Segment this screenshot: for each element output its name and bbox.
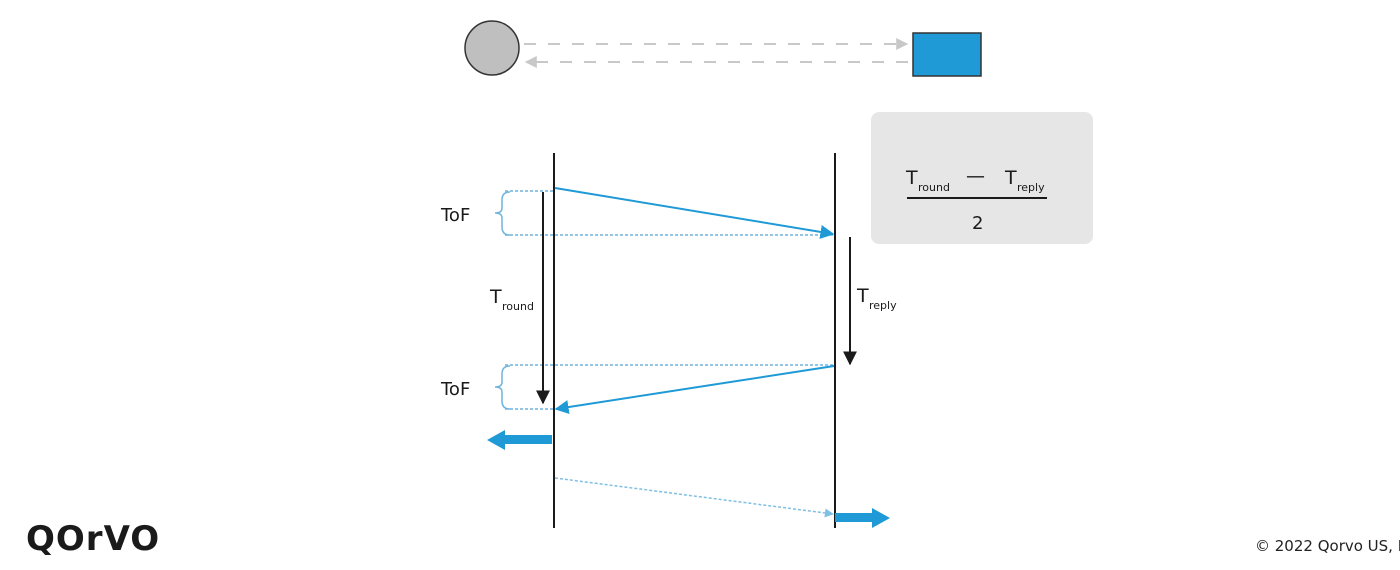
t-round-label: T round xyxy=(489,286,534,313)
tof-top-label: ToF xyxy=(440,205,470,226)
svg-text:T: T xyxy=(905,167,918,189)
initiator-output-arrow-icon xyxy=(487,430,552,450)
tof-bottom-label: ToF xyxy=(440,379,470,400)
svg-text:round: round xyxy=(502,300,534,313)
formula-box xyxy=(871,112,1093,244)
initiator-device-icon xyxy=(464,20,520,76)
t-reply-label: T reply xyxy=(856,285,897,312)
copyright-text: © 2022 Qorvo US, I xyxy=(1255,537,1400,555)
responder-output-arrow-icon xyxy=(835,508,890,528)
svg-text:reply: reply xyxy=(1017,181,1045,194)
tof-formula: T round — T reply 2 xyxy=(905,165,1047,234)
tof-top-brace xyxy=(494,191,511,236)
response-signal-arrow xyxy=(554,365,835,414)
qorvo-logo: QOrVO xyxy=(26,519,161,559)
svg-text:T: T xyxy=(856,285,869,307)
svg-text:—: — xyxy=(966,165,985,187)
tof-bottom-brace xyxy=(494,365,511,410)
svg-text:reply: reply xyxy=(869,299,897,312)
svg-text:T: T xyxy=(1004,167,1017,189)
svg-text:round: round xyxy=(918,181,950,194)
final-signal-arrow xyxy=(554,477,834,518)
responder-device-icon xyxy=(912,32,982,77)
svg-text:2: 2 xyxy=(972,213,983,234)
svg-text:T: T xyxy=(489,286,502,308)
poll-signal-arrow xyxy=(554,187,835,239)
